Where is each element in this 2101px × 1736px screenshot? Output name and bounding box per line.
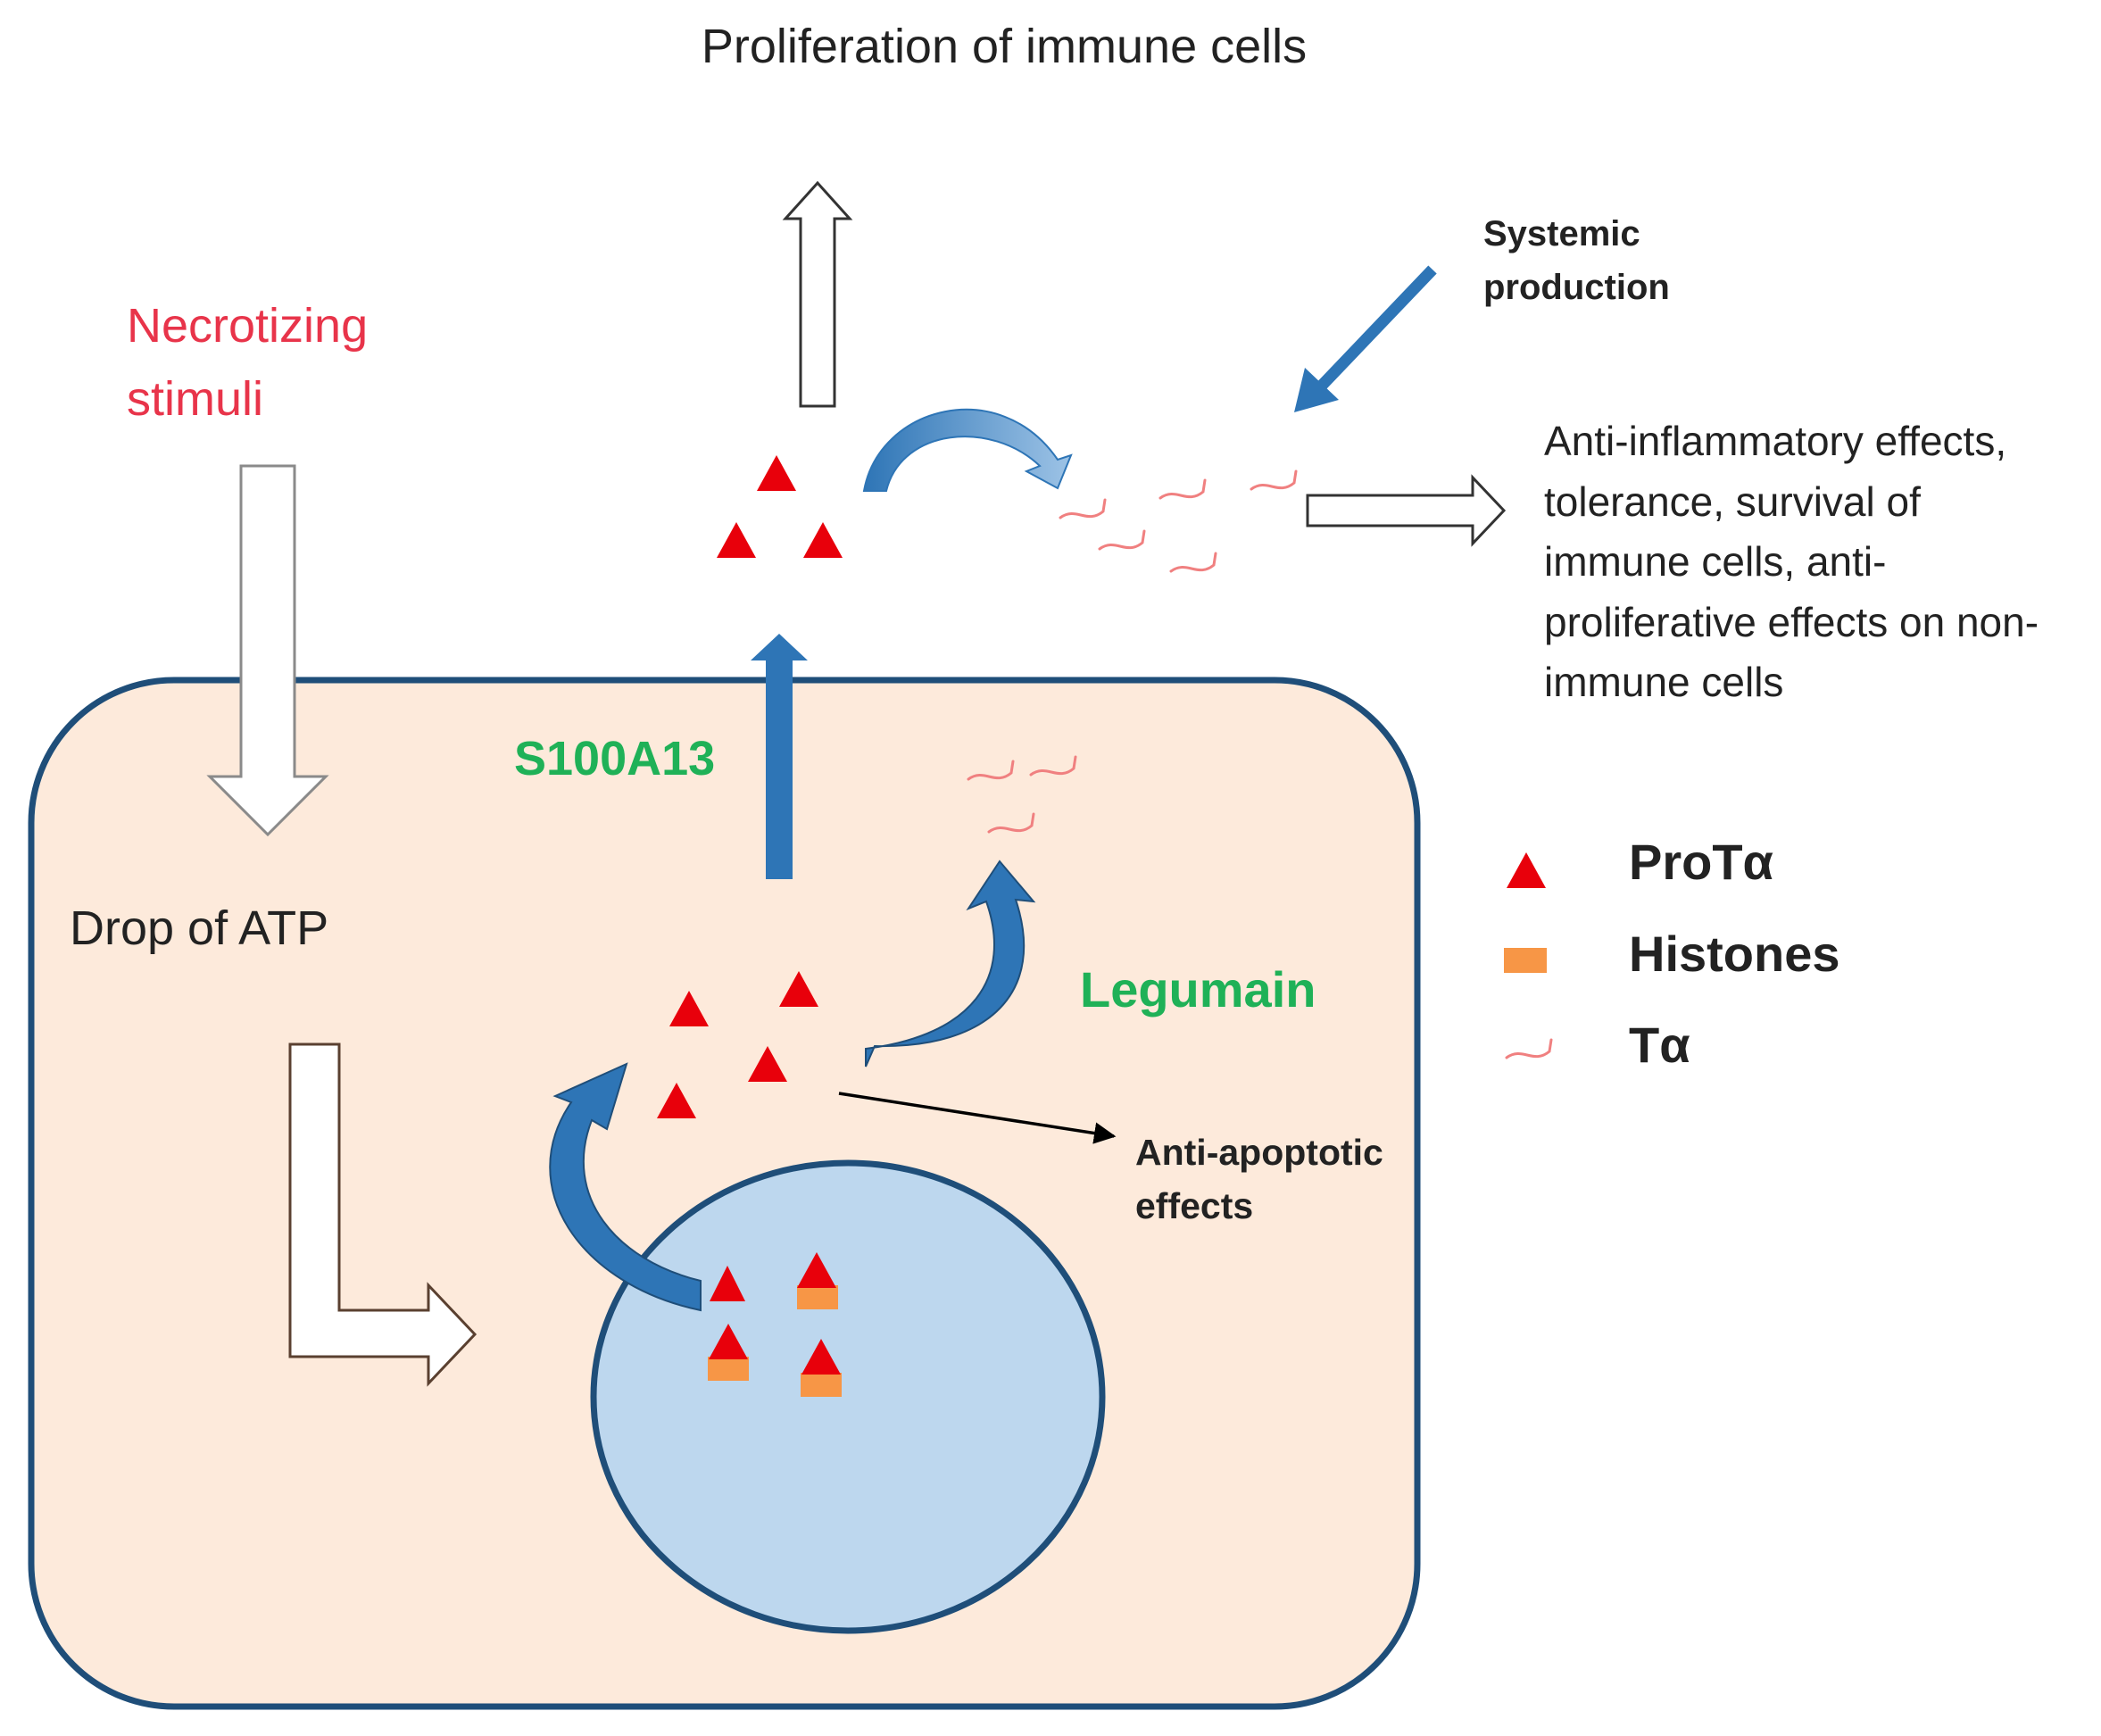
histone-square (797, 1285, 838, 1309)
legend-protalpha-label: ProTα (1629, 834, 1773, 890)
extracellular-curved-arrow (862, 408, 1073, 492)
talpha-cytoplasm-group (967, 755, 1077, 834)
protalpha-triangle (709, 1324, 748, 1359)
anti-apoptotic-arrow (838, 1092, 1117, 1144)
histone-square (708, 1357, 749, 1381)
effects-right-arrow (1306, 474, 1507, 547)
necrotizing-down-arrow (206, 464, 329, 837)
anti-inflammatory-line: proliferative effects on non- (1544, 599, 2039, 645)
anti-apoptotic-label-line2: effects (1135, 1185, 1253, 1226)
talpha-peptide (967, 760, 1015, 781)
protalpha-triangle (801, 1339, 841, 1375)
s100a13-label: S100A13 (514, 732, 715, 785)
nuclear-export-curved-arrow (549, 1062, 702, 1312)
anti-inflammatory-line: immune cells, anti- (1544, 538, 1886, 585)
talpha-peptide (1250, 469, 1298, 491)
talpha-peptide (1169, 552, 1217, 573)
nucleus-protalpha-histone-group (708, 1252, 842, 1397)
necrotizing-label-line2: stimuli (127, 372, 263, 426)
anti-apoptotic-label-line1: Anti-apoptotic (1135, 1132, 1383, 1173)
talpha-peptide (987, 812, 1035, 834)
protalpha-triangle (669, 991, 709, 1026)
protalpha-triangle (779, 971, 818, 1007)
systemic-arrowhead (1294, 368, 1339, 412)
protalpha-cytoplasm-group (657, 971, 818, 1118)
atp-bent-arrow (288, 1042, 478, 1387)
legend-talpha-symbol (1505, 1038, 1553, 1059)
legend-talpha-label: Tα (1629, 1017, 1690, 1073)
anti-inflammatory-label: Anti-inflammatory effects, tolerance, su… (1544, 418, 2039, 705)
anti-inflammatory-line: immune cells (1544, 659, 1783, 705)
legend-histone-symbol (1504, 948, 1547, 973)
histone-square (801, 1373, 842, 1397)
necrotizing-label-line1: Necrotizing (127, 299, 368, 353)
talpha-peptide (1059, 498, 1107, 519)
protalpha-triangle (710, 1266, 745, 1301)
talpha-peptide (1098, 529, 1146, 551)
anti-inflammatory-line: tolerance, survival of (1544, 478, 1921, 525)
legumain-curved-arrow (865, 860, 1036, 1067)
proliferation-label: Proliferation of immune cells (702, 20, 1307, 73)
systemic-label-line2: production (1483, 268, 1670, 307)
talpha-peptide (1158, 478, 1207, 500)
protalpha-triangle (757, 455, 796, 491)
legend-protalpha-symbol (1507, 852, 1546, 888)
protalpha-triangle (803, 522, 843, 558)
protalpha-triangle (717, 522, 756, 558)
drop-atp-label: Drop of ATP (70, 901, 328, 955)
protalpha-extracellular-group (717, 455, 843, 558)
legend-histone-label: Histones (1629, 926, 1840, 982)
systemic-label-line1: Systemic (1483, 214, 1640, 253)
proliferation-up-arrow (782, 180, 853, 408)
legumain-label: Legumain (1080, 961, 1316, 1018)
talpha-peptide (1029, 755, 1077, 777)
protalpha-triangle (748, 1046, 787, 1082)
talpha-extracellular-group (1059, 469, 1298, 573)
anti-inflammatory-line: Anti-inflammatory effects, (1544, 418, 2006, 464)
nucleus (590, 1159, 1106, 1634)
s100a13-export-arrow (751, 634, 808, 879)
protalpha-triangle (797, 1252, 836, 1288)
protalpha-triangle (657, 1083, 696, 1118)
systemic-shaft (1315, 265, 1437, 393)
